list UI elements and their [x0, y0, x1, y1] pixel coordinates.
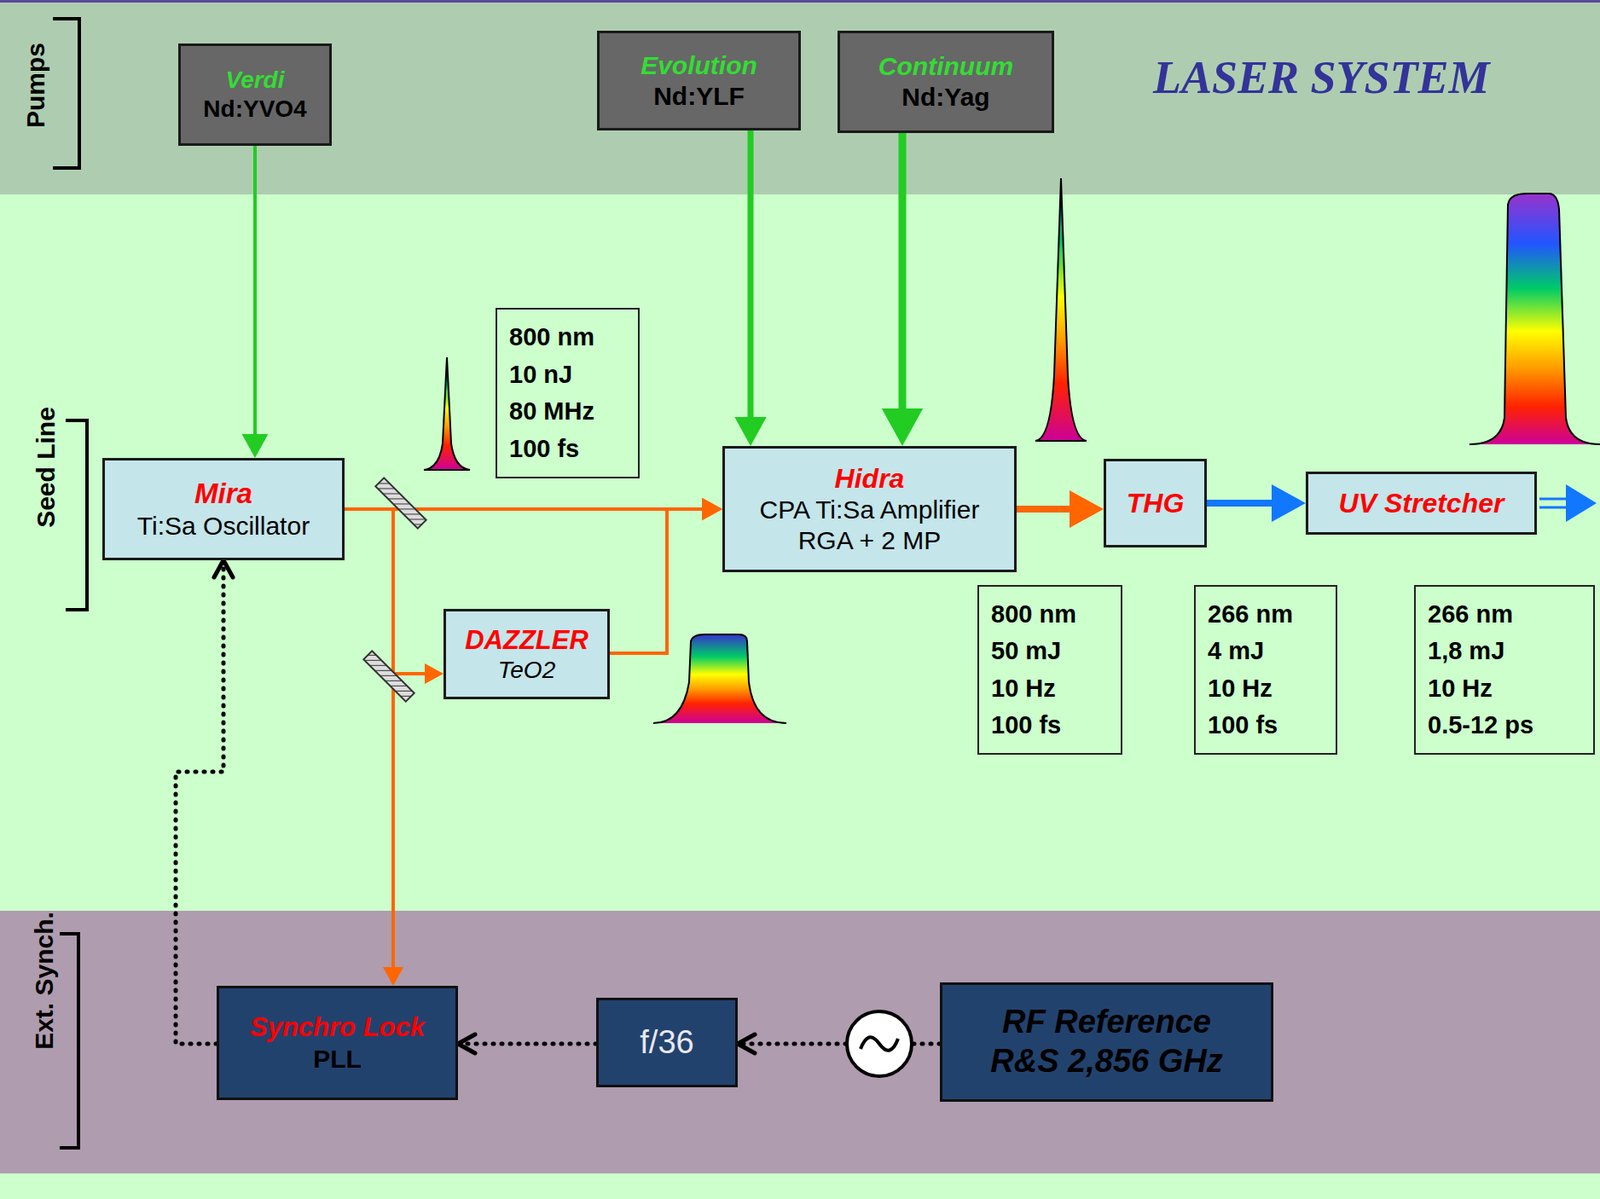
arrowhead [457, 1034, 476, 1054]
connector-group [175, 560, 233, 1044]
band-label: Seed Line [31, 406, 61, 528]
box-title: f/36 [639, 1023, 694, 1063]
arrowhead [701, 498, 723, 521]
box-title: UV Stretcher [1339, 486, 1505, 520]
connector-group [734, 130, 766, 447]
spec-value: 800 nm [991, 596, 1077, 634]
arrowhead [734, 417, 766, 447]
arrowhead [1069, 490, 1104, 528]
arrowhead [242, 434, 269, 458]
spec-value: 80 MHz [509, 393, 595, 431]
box-title: Synchro Lock [249, 1011, 425, 1044]
process-box: Synchro LockPLL [216, 985, 458, 1101]
spec-value: 10 Hz [991, 670, 1056, 708]
process-box: THG [1103, 458, 1207, 548]
connector [1016, 505, 1072, 513]
spec-value: 800 nm [509, 318, 595, 357]
spec-box: 266 nm4 mJ10 Hz100 fs [1194, 585, 1338, 755]
diagram-title: LASER SYSTEM [1153, 51, 1490, 105]
box-title: THG [1126, 486, 1185, 520]
spec-value: 266 nm [1207, 596, 1293, 634]
connector [344, 509, 427, 674]
band-label: Ext. Synch. [29, 911, 59, 1050]
arrowhead [881, 408, 923, 447]
spec-value: 100 fs [991, 707, 1061, 745]
connector [1206, 499, 1274, 507]
top-rule [0, 0, 1600, 3]
spec-value: 1,8 mJ [1427, 632, 1505, 671]
spec-value: 100 fs [509, 430, 580, 469]
process-box: ContinuumNd:Yag [837, 30, 1055, 134]
connector-group [881, 133, 923, 447]
arrowhead [737, 1034, 755, 1054]
process-box: DAZZLERTeO2 [443, 608, 610, 700]
process-box: UV Stretcher [1305, 471, 1537, 535]
mirror [363, 650, 414, 702]
spec-value: 100 fs [1207, 707, 1278, 745]
connector-group [242, 145, 269, 458]
process-box: VerdiNd:YVO4 [178, 43, 332, 146]
spec-value: 10 Hz [1427, 670, 1493, 708]
band-label: Pumps [21, 42, 51, 128]
spec-value: 10 nJ [509, 356, 573, 395]
box-text: Nd:YLF [653, 81, 745, 112]
box-title: Evolution [640, 50, 758, 82]
sine-symbol [860, 1037, 899, 1050]
oscillator-symbol [846, 1011, 912, 1077]
process-box: f/36 [596, 997, 738, 1088]
box-text: Ti:Sa Oscillator [137, 510, 310, 542]
box-title: Mira [194, 476, 253, 511]
box-title: Continuum [878, 51, 1014, 82]
box-text: TeO2 [498, 655, 556, 685]
process-box: RF ReferenceR&S 2,856 GHz [939, 982, 1274, 1102]
spec-value: 4 mJ [1207, 632, 1264, 671]
spec-value: 10 Hz [1207, 670, 1273, 708]
connector [344, 509, 394, 969]
spec-value: 50 mJ [991, 632, 1061, 671]
arrowhead [214, 560, 233, 578]
box-text: PLL [313, 1043, 362, 1075]
uv-output-arrow [1539, 484, 1597, 522]
box-title: Verdi [226, 65, 285, 95]
arrowhead [701, 498, 723, 521]
box-text: RGA + 2 MP [798, 525, 942, 557]
connector [175, 560, 224, 1044]
mirror [375, 477, 426, 528]
box-text: R&S 2,856 GHz [990, 1042, 1223, 1082]
box-text: Nd:YVO4 [202, 94, 307, 124]
connector [747, 130, 754, 419]
arrowhead [424, 663, 444, 685]
box-title: Hidra [834, 462, 905, 495]
connector [457, 1042, 597, 1047]
box-title: DAZZLER [464, 624, 589, 656]
connector [898, 133, 907, 411]
connector-group [457, 1034, 597, 1054]
process-box: HidraCPA Ti:Sa AmplifierRGA + 2 MP [722, 446, 1017, 573]
connector-group [1206, 484, 1306, 522]
arrowhead [1271, 484, 1306, 522]
spec-box: 800 nm10 nJ80 MHz100 fs [495, 307, 640, 479]
connector-group [344, 509, 404, 986]
connector-group [609, 498, 723, 654]
spec-box: 266 nm1,8 mJ10 Hz0.5-12 ps [1414, 585, 1595, 755]
box-text: CPA Ti:Sa Amplifier [759, 494, 980, 526]
box-text: Nd:Yag [901, 81, 990, 113]
box-title: RF Reference [1002, 1002, 1212, 1043]
connector [609, 509, 704, 654]
connector [253, 145, 257, 436]
spec-value: 0.5-12 ps [1427, 707, 1534, 745]
process-box: MiraTi:Sa Oscillator [102, 457, 345, 561]
spec-value: 266 nm [1427, 596, 1514, 634]
process-box: EvolutionNd:YLF [597, 30, 801, 131]
connector-group [1016, 490, 1104, 528]
arrowhead [382, 967, 404, 986]
spec-box: 800 nm50 mJ10 Hz100 fs [977, 585, 1123, 755]
